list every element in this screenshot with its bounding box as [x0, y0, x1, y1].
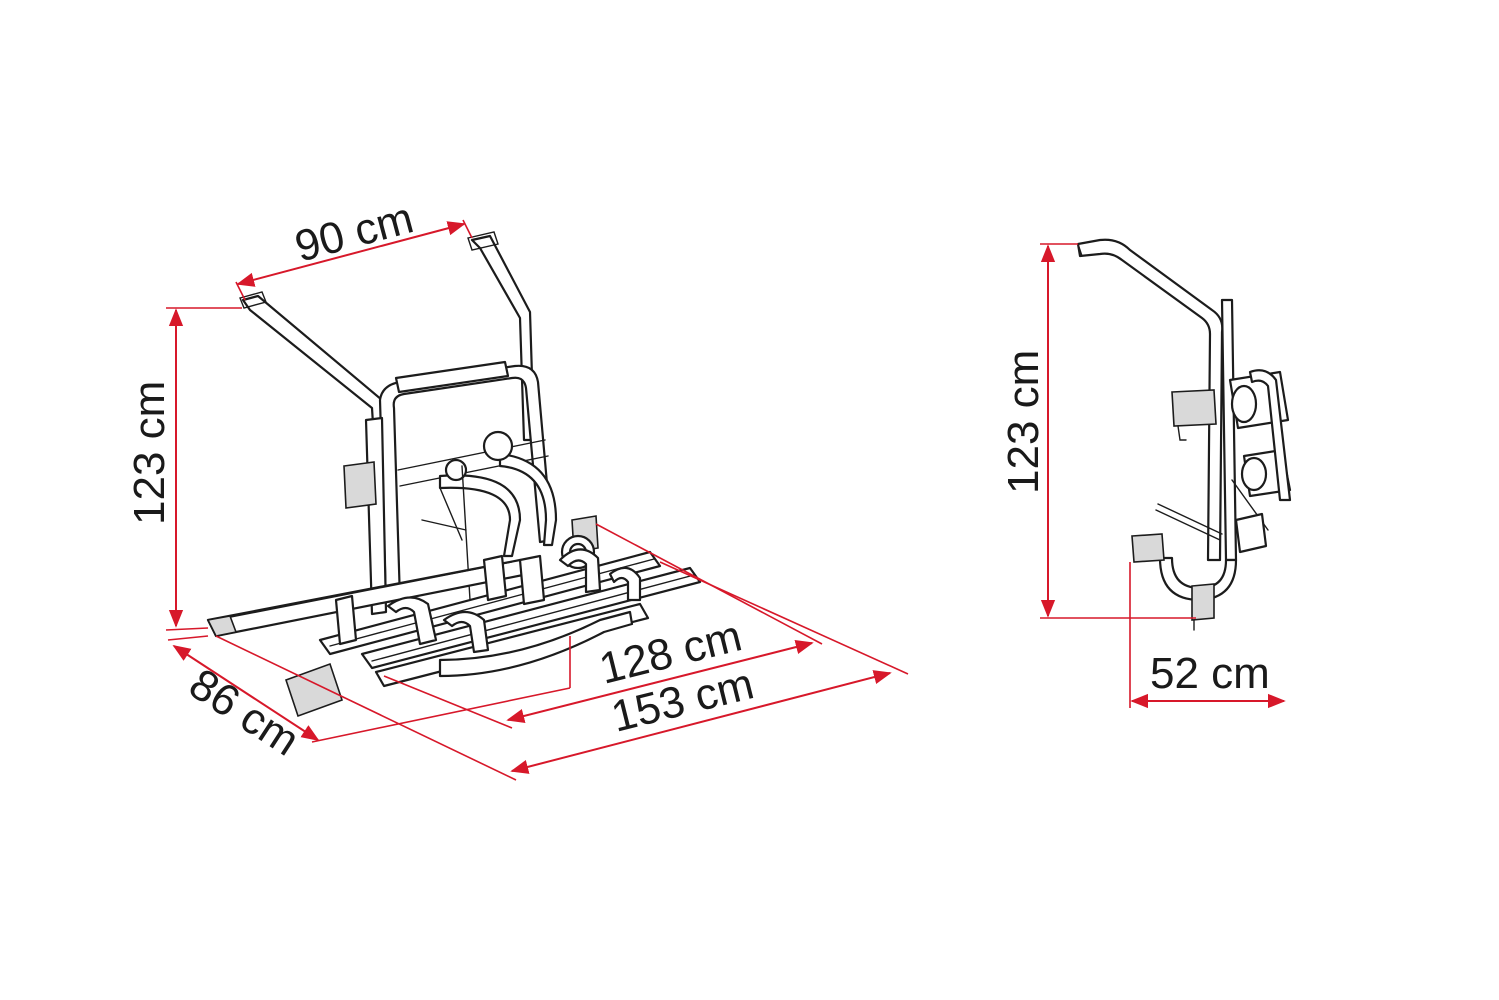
width-dimension-line: [236, 221, 466, 287]
side-hitch-connector: [1131, 533, 1165, 563]
depth-dimension-label: 86 cm: [181, 659, 308, 765]
side-height-dimension-label: 123 cm: [999, 350, 1048, 494]
right-support-arm: [467, 231, 536, 442]
main-frame: [343, 360, 599, 616]
side-clamps: [1228, 369, 1292, 554]
left-support-arm: [239, 291, 386, 442]
side-dimensions: 123 cm 52 cm: [999, 243, 1286, 709]
side-support-arm: [1076, 238, 1224, 562]
total-length-dimension-line: [510, 670, 892, 774]
depth-dimension-line: [172, 645, 320, 741]
side-light-box: [1171, 389, 1217, 427]
height-dimension-label: 123 cm: [125, 381, 174, 525]
hitch-connector: [284, 662, 344, 718]
side-rack-view: [1076, 238, 1292, 631]
side-depth-dimension-label: 52 cm: [1150, 649, 1270, 698]
isometric-dimensions: 90 cm 123 cm 86 cm 128 cm 153 cm: [125, 193, 909, 781]
base-crossbar: [206, 558, 530, 638]
wheel-rails: [318, 548, 702, 688]
light-box: [343, 461, 377, 509]
width-dimension-label: 90 cm: [290, 193, 418, 271]
isometric-rack-view: [206, 231, 702, 718]
clamp-knob: [482, 430, 514, 462]
